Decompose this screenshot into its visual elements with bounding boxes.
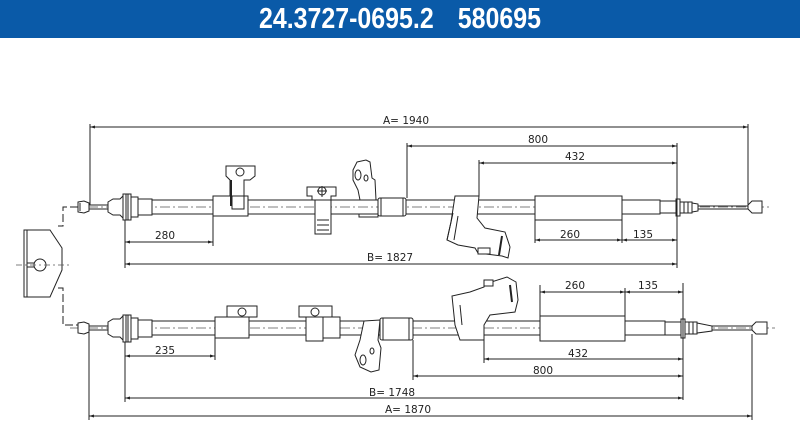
page-title: 24.3727-0695.2 580695 [247, 3, 553, 36]
top-cable [70, 124, 770, 268]
bottom-damper-sleeve [539, 315, 626, 342]
bottom-clip-1 [214, 305, 258, 339]
top-dim-280-label: 280 [155, 230, 175, 242]
bottom-cable [70, 276, 775, 420]
top-dim-800-label: 800 [528, 134, 548, 146]
cable-technical-drawing: A= 1940 800 432 280 260 135 B= 1827 260 … [16, 115, 775, 420]
header-bar: 24.3727-0695.2 580695 [0, 0, 800, 38]
bottom-left-end-fitting [77, 314, 153, 343]
top-dim-b-label: B= 1827 [367, 252, 413, 264]
top-dim-a-label: A= 1940 [383, 115, 429, 127]
top-dim-432-label: 432 [565, 151, 585, 163]
bottom-dim-260-label: 260 [565, 280, 585, 292]
bottom-bracket [354, 319, 382, 373]
bottom-right-end-fitting [624, 318, 768, 339]
top-grommet [377, 197, 407, 217]
top-clip-1 [212, 165, 256, 217]
bottom-dim-432-label: 432 [568, 348, 588, 360]
top-left-end-fitting [77, 193, 153, 221]
equalizer-yoke [16, 206, 78, 326]
top-damper-sleeve [534, 195, 623, 221]
bottom-mounting-bracket [451, 276, 519, 341]
top-dim-135-label: 135 [633, 229, 653, 241]
bottom-dim-235-label: 235 [155, 345, 175, 357]
top-right-end-fitting [621, 198, 763, 217]
part-number: 24.3727-0695.2 [258, 2, 434, 35]
bottom-dimensions [88, 283, 753, 420]
top-clip-2 [306, 186, 337, 235]
bottom-dim-135-label: 135 [638, 280, 658, 292]
bottom-grommet [379, 317, 414, 341]
bottom-clip-2 [298, 305, 341, 342]
bottom-dim-800-label: 800 [533, 365, 553, 377]
reference-number: 580695 [457, 2, 542, 35]
bottom-dim-a-label: A= 1870 [385, 404, 431, 416]
top-mounting-bracket [446, 195, 511, 259]
top-bracket [352, 159, 379, 218]
top-dim-260-label: 260 [560, 229, 580, 241]
top-dimensions [89, 124, 749, 268]
bottom-dim-b-label: B= 1748 [369, 387, 415, 399]
